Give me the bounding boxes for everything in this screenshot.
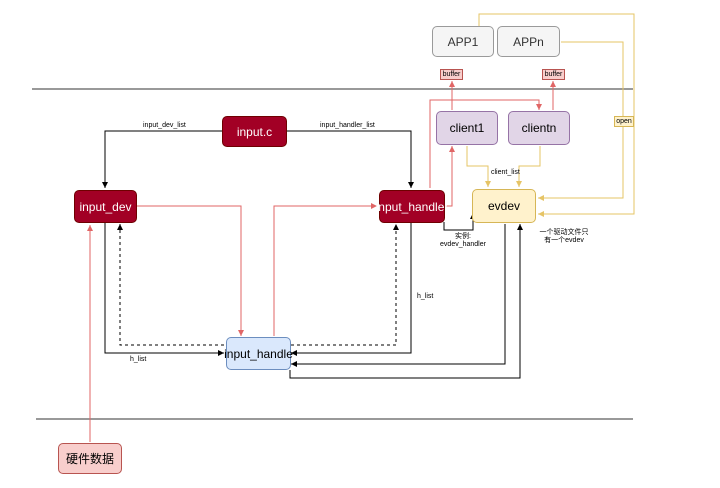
node-input-handle[interactable]: input_handle: [224, 337, 293, 370]
edge-input-handler-to-clientn: [429, 99, 542, 188]
label-evdev-note: 一个驱动文件只 有一个evdev: [533, 229, 595, 245]
label-input-dev-list: input_dev_list: [143, 122, 186, 129]
edge-input-handle-to-input-dev-dashed: [117, 224, 230, 346]
edge-input-dev-to-input-handle-red: [137, 205, 244, 336]
edge-input-handle-to-input-handler-dashed: [291, 224, 399, 346]
edge-input-handler-to-evdev: [443, 213, 476, 231]
node-input-c[interactable]: input.c: [222, 116, 287, 147]
label-evdev-note-line2: 有一个evdev: [544, 237, 584, 244]
edge-input-c-to-input-dev: [102, 130, 222, 188]
node-hw-data[interactable]: 硬件数据: [58, 443, 122, 474]
label-instance: 实例: evdev_handler: [438, 233, 488, 249]
edge-evdev-to-input-handle: [291, 224, 506, 367]
edge-input-handle-to-evdev: [289, 224, 523, 379]
label-h-list-right: h_list: [417, 293, 434, 300]
edge-clientn-to-evdev: [516, 146, 541, 187]
node-evdev[interactable]: evdev: [472, 189, 536, 223]
label-input-handler-list: input_handler_list: [320, 122, 375, 129]
label-client-list: client_list: [491, 169, 520, 176]
edge-app1-open: [478, 13, 635, 217]
node-app1[interactable]: APP1: [432, 26, 494, 57]
edge-input-c-to-input-handler: [287, 130, 414, 188]
node-appn[interactable]: APPn: [497, 26, 560, 57]
node-client1[interactable]: client1: [436, 111, 498, 145]
label-instance-line1: 实例:: [455, 233, 471, 240]
edge-input-handler-to-input-handle: [291, 222, 412, 356]
buffer-tag-client1: buffer: [440, 69, 463, 80]
node-input-dev[interactable]: input_dev: [74, 190, 137, 223]
buffer-tag-clientn: buffer: [542, 69, 565, 80]
node-clientn[interactable]: clientn: [508, 111, 570, 145]
edge-input-dev-to-input-handle: [104, 222, 224, 356]
edge-input-handler-to-client1: [445, 146, 455, 207]
node-input-handler[interactable]: input_handler: [376, 190, 448, 223]
open-tag: open: [614, 116, 634, 127]
label-h-list-bottom: h_list: [130, 356, 147, 363]
label-evdev-note-line1: 一个驱动文件只: [539, 229, 589, 236]
edge-client1-to-evdev: [466, 146, 491, 187]
edge-input-handle-to-input-handler-red: [273, 203, 377, 336]
label-instance-line2: evdev_handler: [440, 241, 486, 248]
